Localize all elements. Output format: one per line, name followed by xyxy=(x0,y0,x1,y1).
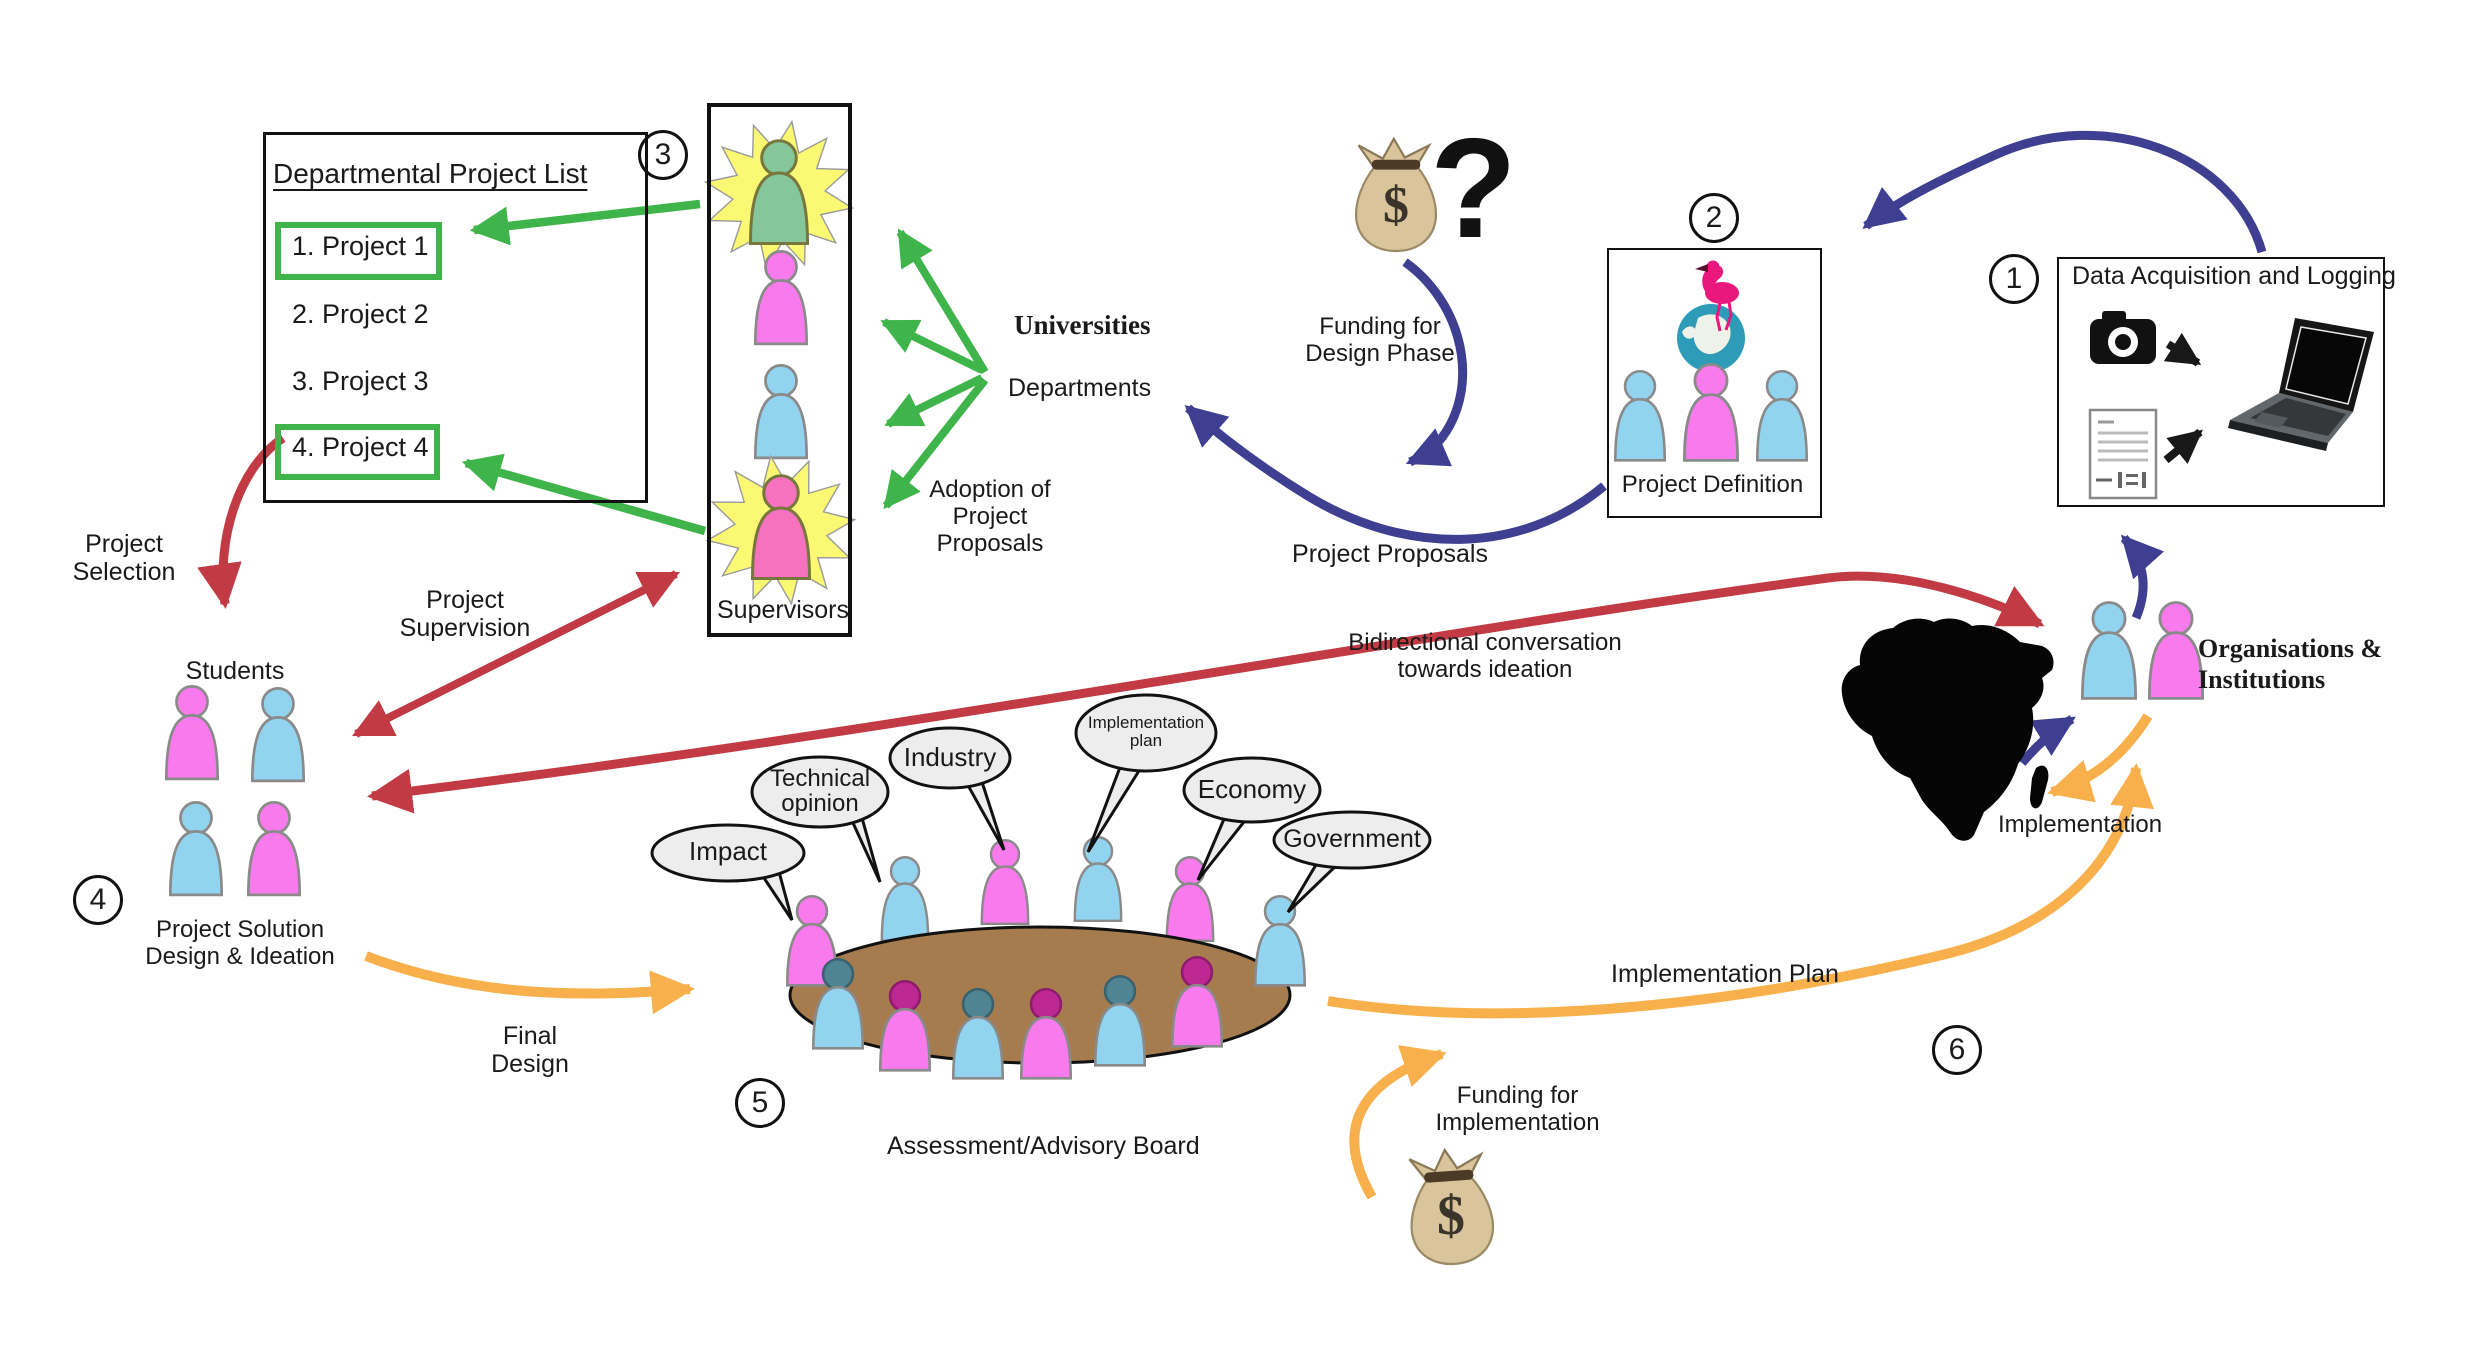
project1-adoption-arrow xyxy=(469,199,701,246)
data-acquisition-box xyxy=(2057,257,2385,507)
department-arrow-2 xyxy=(880,318,984,374)
implementation-plan-arrow xyxy=(1327,763,2154,1019)
africa-map-icon xyxy=(1841,618,2054,841)
board-person-back xyxy=(980,839,1030,926)
step-circle-6: 6 xyxy=(1932,1025,1982,1075)
bubble-impact: Impact xyxy=(688,836,768,866)
board-person-front xyxy=(811,957,865,1050)
africa-to-org-arrow xyxy=(2018,715,2076,766)
board-person-back xyxy=(880,856,930,943)
board-person-front xyxy=(1093,974,1147,1067)
students-label: Students xyxy=(185,657,285,685)
project4-adoption-arrow xyxy=(461,453,707,536)
data-to-definition-arrow xyxy=(1862,130,2267,254)
flamingo-icon xyxy=(1695,260,1739,332)
department-arrow-3 xyxy=(884,374,984,428)
supervisors-label: Supervisors xyxy=(717,596,849,624)
organisations-label: Organisations & Institutions xyxy=(2198,634,2383,695)
final-design-label: Final Design xyxy=(491,1022,569,1078)
bubble-implementation-plan: Implementation plan xyxy=(1087,713,1205,750)
board-person-side xyxy=(1254,894,1306,987)
project-proposals-label: Project Proposals xyxy=(1292,540,1488,568)
funding-design-label: Funding for Design Phase xyxy=(1305,313,1455,367)
dollar-sign: $ xyxy=(1437,1185,1465,1247)
project-list-item-1: 1. Project 1 xyxy=(292,231,429,261)
funding-design-arrow xyxy=(1402,258,1468,467)
madagascar-icon xyxy=(2030,765,2049,809)
camera-to-laptop-arrow xyxy=(2163,332,2202,367)
board-person-back xyxy=(1073,836,1123,923)
department-arrow-1 xyxy=(896,228,989,375)
bubble-economy: Economy xyxy=(1197,774,1307,804)
supervisors-box xyxy=(707,103,852,637)
student-person xyxy=(247,801,301,897)
departmental-project-list-box xyxy=(263,132,648,503)
project1-highlight-box xyxy=(275,222,442,280)
project-list-title: Departmental Project List xyxy=(273,158,588,189)
step-circle-2: 2 xyxy=(1689,193,1739,243)
dollar-sign: $ xyxy=(1383,177,1409,234)
implementation-label: Implementation xyxy=(1997,811,2163,838)
project-supervision-label: Project Supervision xyxy=(399,586,531,642)
project-list-item-3: 3. Project 3 xyxy=(292,366,429,396)
adoption-label: Adoption of Project Proposals xyxy=(929,476,1051,557)
step-circle-5: 5 xyxy=(735,1078,785,1128)
project-list-item-2: 2. Project 2 xyxy=(292,299,429,329)
bubble-industry: Industry xyxy=(903,742,997,772)
bubble-government: Government xyxy=(1283,825,1421,853)
funding-implementation-arrow xyxy=(1349,1045,1447,1200)
org-to-data-arrow xyxy=(2120,534,2164,620)
board-person-front xyxy=(1019,987,1073,1080)
step-circle-3: 3 xyxy=(638,130,688,180)
board-person-front xyxy=(878,979,932,1072)
step-circle-4: 4 xyxy=(73,875,123,925)
project-selection-arrow xyxy=(197,434,286,609)
step-circle-1: 1 xyxy=(1989,254,2039,304)
project-list-item-4: 4. Project 4 xyxy=(292,432,429,462)
project-definition-label: Project Definition xyxy=(1621,471,1804,498)
student-person xyxy=(169,801,223,897)
bubble-technical-opinion: Technical opinion xyxy=(769,765,871,818)
project-solution-label: Project Solution Design & Ideation xyxy=(145,916,335,970)
project-definition-box xyxy=(1607,248,1822,518)
universities-label: Universities xyxy=(1014,310,1151,340)
assessment-board-label: Assessment/Advisory Board xyxy=(887,1132,1200,1160)
board-person-front xyxy=(1170,955,1224,1048)
project-selection-label: Project Selection xyxy=(72,530,176,586)
laptop-icon xyxy=(2228,318,2374,451)
camera-icon xyxy=(2090,311,2156,364)
student-person xyxy=(165,685,219,781)
funding-implementation-label: Funding for Implementation xyxy=(1435,1082,1600,1136)
final-design-arrow xyxy=(364,951,695,1015)
document-icon xyxy=(2088,408,2158,500)
implementation-plan-label: Implementation Plan xyxy=(1611,960,1839,988)
project4-highlight-box xyxy=(275,424,440,480)
speech-bubbles xyxy=(650,693,1432,921)
board-person-front xyxy=(951,987,1005,1080)
data-acquisition-label: Data Acquisition and Logging xyxy=(2072,262,2396,290)
bidirectional-label: Bidirectional conversation towards ideat… xyxy=(1348,629,1622,683)
implementation-arrow xyxy=(2047,713,2153,803)
organisation-person xyxy=(2080,601,2138,700)
student-person xyxy=(251,687,305,783)
organisation-person xyxy=(2147,601,2205,700)
departments-label: Departments xyxy=(1008,374,1152,402)
project-proposals-arrow xyxy=(1184,404,1607,544)
document-to-laptop-arrow xyxy=(2163,428,2203,464)
bidirectional-conversation-arrow xyxy=(367,571,2045,814)
question-mark: ? xyxy=(1430,109,1517,268)
department-arrow-4 xyxy=(882,377,989,510)
